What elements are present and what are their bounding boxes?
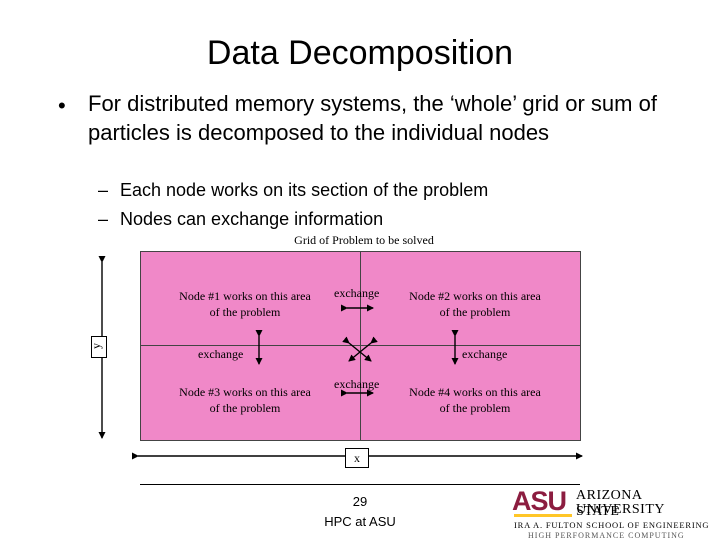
logo-accent-bar <box>514 514 572 517</box>
exchange-label-left: exchange <box>198 347 244 361</box>
sub-bullet-marker: – <box>98 180 109 200</box>
grid-caption: Grid of Problem to be solved <box>294 233 434 247</box>
footer-text: HPC at ASU <box>324 514 396 529</box>
exchange-label-bottom: exchange <box>334 377 380 391</box>
footer-divider <box>140 484 580 485</box>
exchange-label-top: exchange <box>334 286 380 300</box>
node-4-line-1: Node #4 works on this area <box>409 385 541 399</box>
logo-name-line-2: UNIVERSITY <box>576 502 665 517</box>
sub-bullet-text: Each node works on its section of the pr… <box>120 180 489 200</box>
node-2-label: Node #2 works on this area of the proble… <box>390 288 560 320</box>
exchange-arrow-diagonal-2 <box>348 336 378 362</box>
node-1-label: Node #1 works on this area of the proble… <box>160 288 330 320</box>
y-axis-box <box>91 336 107 358</box>
logo-school: IRA A. FULTON SCHOOL OF ENGINEERING <box>514 520 710 530</box>
y-axis-label: y <box>89 343 103 349</box>
sub-bullet-marker: – <box>98 209 109 229</box>
node-3-line-2: of the problem <box>209 401 281 415</box>
node-2-line-1: Node #2 works on this area <box>409 289 541 303</box>
bullet-marker: • <box>58 93 66 118</box>
node-4-line-2: of the problem <box>439 401 511 415</box>
logo-unit: HIGH PERFORMANCE COMPUTING <box>528 531 685 540</box>
logo-name-line-1: ARIZONA STATE <box>576 488 642 519</box>
node-3-line-1: Node #3 works on this area <box>179 385 311 399</box>
node-1-line-1: Node #1 works on this area <box>179 289 311 303</box>
node-1-line-2: of the problem <box>209 305 281 319</box>
slide-title: Data Decomposition <box>206 34 514 72</box>
asu-logo: ASU ARIZONA STATE UNIVERSITY IRA A. FULT… <box>512 486 709 540</box>
node-3-label: Node #3 works on this area of the proble… <box>160 384 330 416</box>
sub-bullet-text: Nodes can exchange information <box>120 209 384 229</box>
page-number: 29 <box>352 494 368 509</box>
x-axis-label: x <box>345 448 369 468</box>
logo-mark: ASU <box>512 486 567 516</box>
exchange-label-right: exchange <box>462 347 508 361</box>
node-4-label: Node #4 works on this area of the proble… <box>390 384 560 416</box>
node-2-line-2: of the problem <box>439 305 511 319</box>
main-bullet: For distributed memory systems, the ‘who… <box>88 91 657 145</box>
